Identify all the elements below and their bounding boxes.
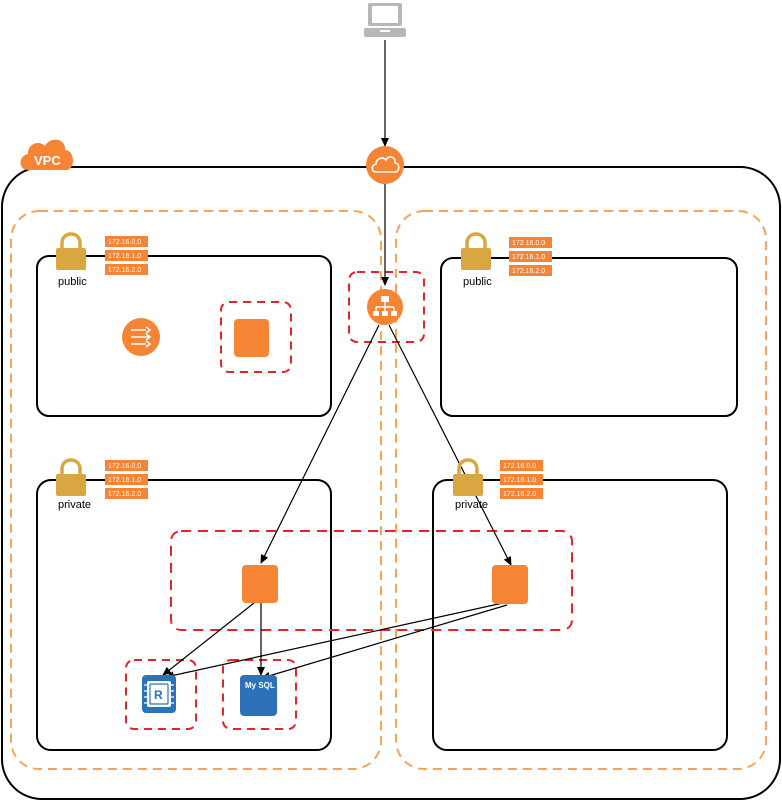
- edge-app-right-to-redis: [165, 602, 504, 680]
- lock-icon: [461, 232, 491, 270]
- cidr-label: 172.16.1.0: [108, 477, 141, 484]
- edge-lb-to-app-left: [260, 324, 380, 564]
- cidr-label: 172.16.1.0: [512, 254, 545, 261]
- vpc-label: VPC: [34, 153, 61, 168]
- route-table-left-private: 172.16.0.0 172.16.1.0 172.16.2.0: [105, 460, 148, 499]
- edge-app-right-to-mysql: [261, 604, 508, 680]
- cidr-label: 172.16.2.0: [108, 267, 141, 274]
- cidr-label: 172.16.1.0: [503, 477, 536, 484]
- redis-group: [125, 659, 197, 730]
- subnet-public-right: [440, 257, 738, 417]
- cidr-label: 172.16.0.0: [108, 463, 141, 470]
- availability-zone-right: [395, 210, 767, 770]
- cidr-label: 172.16.1.0: [108, 253, 141, 260]
- nat-gateway-icon: [122, 318, 160, 356]
- subnet-private-left: [36, 479, 332, 751]
- client-laptop-icon: [364, 3, 406, 37]
- lock-icon: [56, 458, 86, 496]
- subnet-label-public-left: public: [58, 276, 87, 288]
- edge-lb-to-app-right: [388, 324, 512, 566]
- subnet-label-private-left: private: [58, 499, 91, 511]
- cidr-label: 172.16.0.0: [108, 239, 141, 246]
- edge-app-left-to-redis: [162, 602, 255, 676]
- cidr-label: 172.16.0.0: [512, 240, 545, 247]
- cidr-label: 172.16.2.0: [108, 491, 141, 498]
- subnet-public-left: [36, 255, 332, 417]
- mysql-group: [222, 659, 297, 730]
- lock-icon: [56, 232, 86, 270]
- lock-icon: [453, 458, 483, 496]
- cidr-label: 172.16.2.0: [512, 268, 545, 275]
- bastion-ec2-icon: [234, 319, 269, 357]
- subnet-private-right: [432, 479, 728, 751]
- app-autoscaling-group: [170, 530, 573, 631]
- subnet-label-private-right: private: [455, 499, 488, 511]
- load-balancer-icon: [367, 289, 403, 325]
- route-table-right-private: 172.16.0.0 172.16.1.0 172.16.2.0: [500, 460, 543, 499]
- route-table-right-public: 172.16.0.0 172.16.1.0 172.16.2.0: [509, 237, 552, 276]
- redis-cache-icon: R: [142, 675, 176, 713]
- vpc-badge: VPC: [20, 139, 74, 170]
- redis-label: R: [154, 688, 163, 702]
- bastion-group: [220, 301, 292, 373]
- internet-gateway-cloud-icon: [366, 146, 404, 184]
- mysql-label: My SQL: [245, 681, 275, 690]
- app-left-ec2-icon: [242, 565, 278, 603]
- cidr-label: 172.16.2.0: [503, 491, 536, 498]
- route-table-left-public: 172.16.0.0 172.16.1.0 172.16.2.0: [105, 236, 148, 275]
- cidr-label: 172.16.0.0: [503, 463, 536, 470]
- availability-zone-left: [10, 210, 382, 770]
- mysql-database-icon: My SQL: [240, 675, 277, 716]
- app-right-ec2-icon: [492, 565, 528, 604]
- load-balancer-group: [348, 271, 425, 343]
- subnet-label-public-right: public: [463, 276, 492, 288]
